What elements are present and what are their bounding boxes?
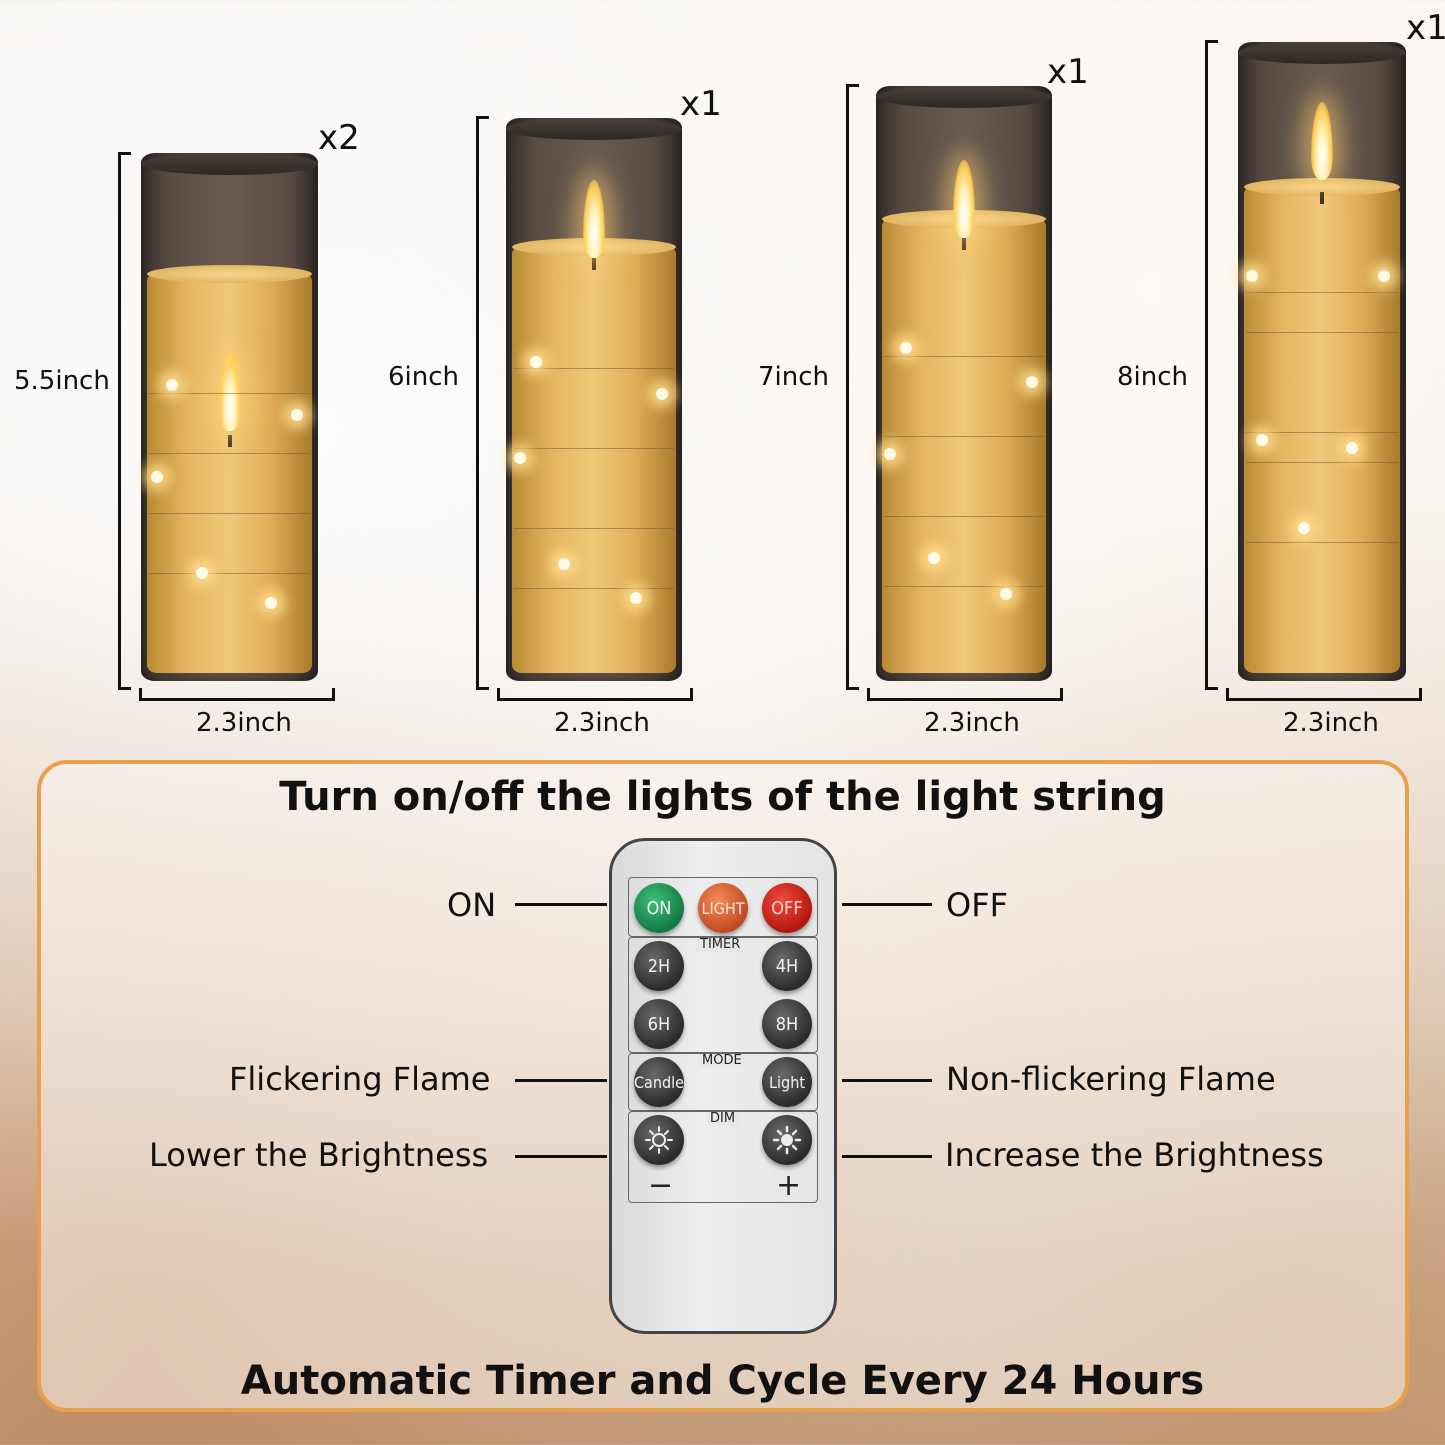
candle-1-width-label: 2.3inch bbox=[196, 708, 292, 738]
candle-2-width-label: 2.3inch bbox=[554, 708, 650, 738]
callout-flickering-flame: Flickering Flame bbox=[229, 1060, 491, 1098]
on-button[interactable]: ON bbox=[634, 883, 684, 933]
height-bracket-3 bbox=[846, 84, 859, 690]
dim-minus-sign: − bbox=[648, 1168, 674, 1203]
dim-button-group bbox=[628, 1111, 818, 1203]
candle-1 bbox=[141, 153, 318, 681]
mode-button-group bbox=[628, 1053, 818, 1111]
callout-increase-line bbox=[842, 1155, 932, 1158]
light-mode-button[interactable]: Light bbox=[762, 1057, 812, 1107]
callout-increase-brightness: Increase the Brightness bbox=[945, 1136, 1324, 1174]
candle-1-quantity: x2 bbox=[318, 118, 360, 158]
power-button-group bbox=[628, 877, 818, 937]
width-bracket-3 bbox=[867, 688, 1063, 701]
callout-off-line bbox=[842, 903, 932, 906]
callout-off: OFF bbox=[946, 886, 1008, 924]
callout-non-flickering-flame: Non-flickering Flame bbox=[946, 1060, 1276, 1098]
off-button[interactable]: OFF bbox=[762, 883, 812, 933]
timer-button-group bbox=[628, 937, 818, 1053]
width-bracket-4 bbox=[1226, 688, 1422, 701]
callout-flicker-line bbox=[515, 1079, 607, 1082]
height-bracket-4 bbox=[1205, 40, 1218, 690]
candle-2-quantity: x1 bbox=[680, 84, 722, 124]
callout-on: ON bbox=[447, 886, 497, 924]
candle-2-height-label: 6inch bbox=[388, 362, 460, 392]
candle-4 bbox=[1238, 42, 1406, 681]
width-bracket-1 bbox=[139, 688, 335, 701]
sun-bright-icon bbox=[772, 1125, 802, 1155]
timer-4h-button[interactable]: 4H bbox=[762, 941, 812, 991]
height-bracket-2 bbox=[476, 116, 489, 690]
timer-label: TIMER bbox=[696, 938, 745, 952]
callout-lower-line bbox=[515, 1155, 607, 1158]
callout-nonflicker-line bbox=[842, 1079, 932, 1082]
light-button[interactable]: LIGHT bbox=[698, 883, 748, 933]
candle-1-height-label: 5.5inch bbox=[14, 366, 110, 396]
panel-footer: Automatic Timer and Cycle Every 24 Hours bbox=[240, 1358, 1205, 1404]
sun-dim-icon bbox=[645, 1126, 673, 1154]
candle-3 bbox=[876, 86, 1052, 681]
candle-3-width-label: 2.3inch bbox=[924, 708, 1020, 738]
remote-control: ON LIGHT OFF TIMER 2H 4H 6H 8H MODE Cand… bbox=[609, 838, 837, 1334]
dim-minus-button[interactable] bbox=[634, 1115, 684, 1165]
candle-2 bbox=[506, 118, 682, 681]
width-bracket-2 bbox=[497, 688, 693, 701]
candle-4-quantity: x1 bbox=[1406, 8, 1445, 48]
mode-label: MODE bbox=[698, 1054, 746, 1068]
timer-6h-button[interactable]: 6H bbox=[634, 999, 684, 1049]
dim-plus-sign: + bbox=[776, 1168, 802, 1203]
candle-3-quantity: x1 bbox=[1047, 52, 1089, 92]
callout-on-line bbox=[515, 903, 607, 906]
dim-plus-button[interactable] bbox=[762, 1115, 812, 1165]
candle-mode-button[interactable]: Candle bbox=[634, 1057, 684, 1107]
height-bracket-1 bbox=[118, 152, 131, 690]
timer-8h-button[interactable]: 8H bbox=[762, 999, 812, 1049]
timer-2h-button[interactable]: 2H bbox=[634, 941, 684, 991]
dim-label: DIM bbox=[706, 1112, 740, 1126]
candle-4-height-label: 8inch bbox=[1117, 362, 1189, 392]
callout-lower-brightness: Lower the Brightness bbox=[149, 1136, 489, 1174]
candle-4-width-label: 2.3inch bbox=[1283, 708, 1379, 738]
candle-3-height-label: 7inch bbox=[758, 362, 830, 392]
panel-title: Turn on/off the lights of the light stri… bbox=[279, 774, 1166, 820]
